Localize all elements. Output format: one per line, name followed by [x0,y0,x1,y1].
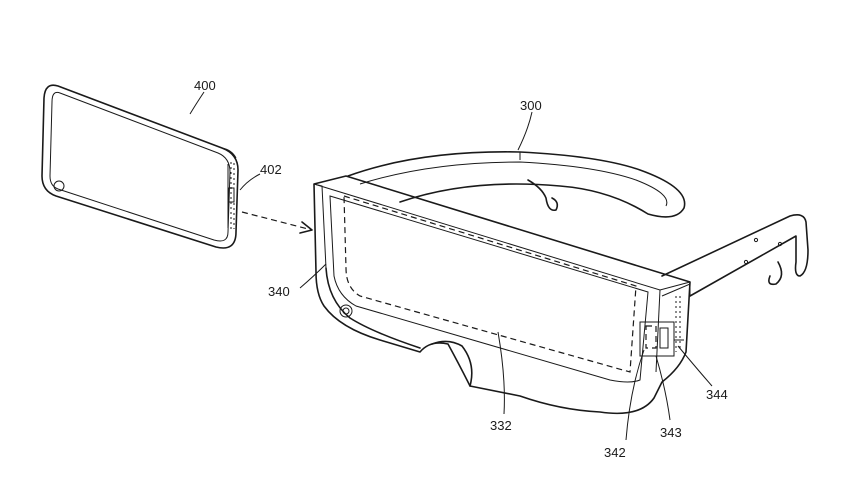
reference-numerals: 400 402 300 340 332 342 343 344 [194,78,728,460]
label-connector-c: 344 [706,387,728,402]
label-device: 400 [194,78,216,93]
home-button-icon [53,180,65,192]
label-device-port: 402 [260,162,282,177]
label-display-region: 332 [490,418,512,433]
device-connector-slot [228,187,235,203]
label-connector-a: 342 [604,445,626,460]
insertion-arrow [241,211,313,234]
head-mount-device [313,151,809,415]
label-connector-b: 343 [660,425,682,440]
leader-lines [189,91,713,441]
electronic-device [41,84,239,249]
connector-module [639,296,684,357]
label-headset: 300 [520,98,542,113]
housing-button-icon [339,304,353,318]
device-port-grille [227,162,235,230]
label-housing: 340 [268,284,290,299]
